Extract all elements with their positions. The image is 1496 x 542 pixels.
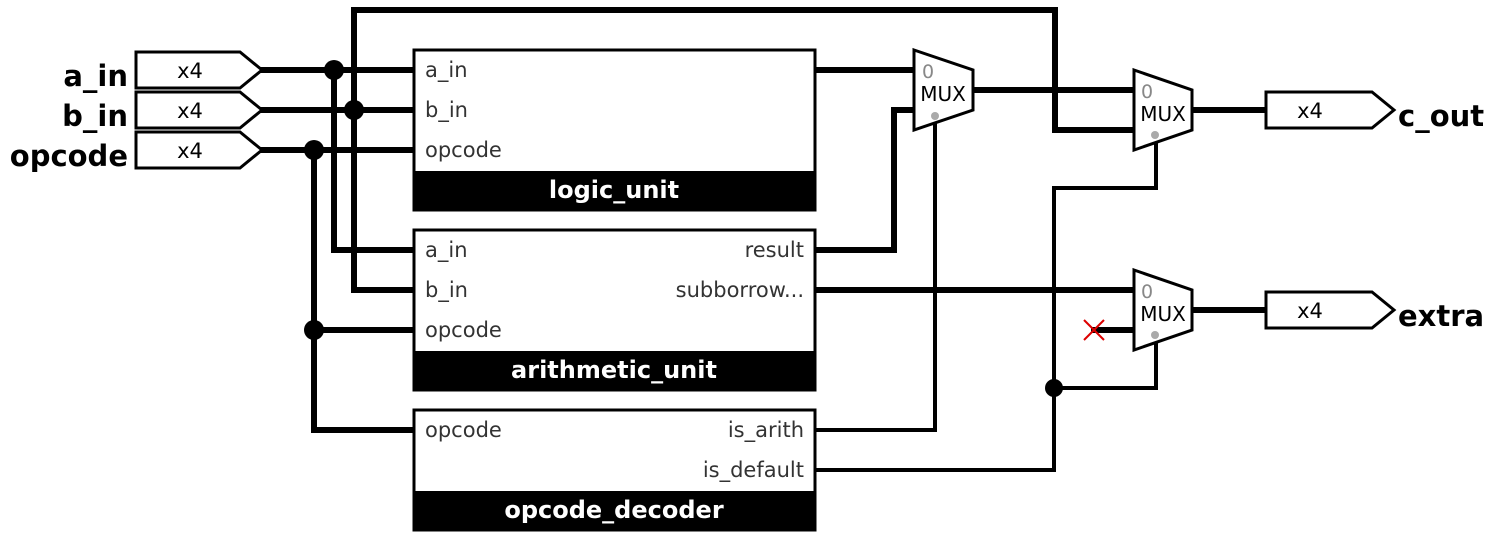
mux-select-dot: [1151, 331, 1159, 339]
junction-dot: [1045, 379, 1063, 397]
mux-3[interactable]: 0 MUX: [1132, 267, 1194, 353]
input-label: a_in: [63, 59, 128, 93]
port-label: subborrow...: [676, 278, 804, 302]
mux-2[interactable]: 0 MUX: [1132, 67, 1194, 153]
junction-dot: [344, 100, 364, 120]
mux-shape: [912, 47, 975, 133]
input-width: x4: [177, 139, 203, 163]
junction-dot: [304, 320, 324, 340]
output-port-shape: [1264, 90, 1397, 130]
mux-1[interactable]: 0 MUX: [912, 47, 975, 133]
port-label: opcode: [425, 418, 502, 442]
input-width: x4: [177, 99, 203, 123]
port-label: is_default: [703, 458, 804, 483]
module-titlebar: [414, 351, 815, 390]
output-width: x4: [1297, 299, 1323, 323]
mux-label: MUX: [1140, 302, 1186, 326]
output-width: x4: [1297, 99, 1323, 123]
unconnected-x-icon: [1083, 319, 1105, 341]
wires: [259, 7, 1269, 472]
wire-b_in-arith: [351, 107, 417, 293]
input-label: b_in: [62, 99, 128, 133]
port-label: opcode: [425, 318, 502, 342]
output-c_out[interactable]: x4 c_out: [1264, 90, 1484, 133]
module-title: opcode_decoder: [504, 496, 723, 524]
output-label: extra: [1398, 299, 1484, 333]
mux-shape: [1132, 67, 1194, 153]
port-label: b_in: [425, 278, 468, 303]
module-titlebar: [414, 171, 815, 210]
port-label: b_in: [425, 98, 468, 123]
mux-label: MUX: [920, 82, 966, 106]
mux-zero-label: 0: [922, 61, 934, 83]
wire-is_arith-sel: [815, 118, 937, 432]
module-opcode_decoder[interactable]: opcode_decoder opcode is_arith is_defaul…: [412, 408, 817, 532]
wire-a_in-arith: [331, 67, 417, 253]
module-logic_unit[interactable]: logic_unit a_in b_in opcode: [412, 48, 817, 212]
junctions: [304, 60, 1063, 397]
input-a_in[interactable]: x4 a_in: [63, 50, 265, 93]
module-titlebar: [414, 491, 815, 530]
junction-dot: [324, 60, 344, 80]
mux-label: MUX: [1140, 102, 1186, 126]
port-label: a_in: [425, 58, 468, 83]
module-title: arithmetic_unit: [511, 356, 717, 384]
input-b_in[interactable]: x4 b_in: [62, 90, 265, 133]
wire-is_default-sel3: [1054, 340, 1158, 390]
mux-zero-label: 0: [1141, 281, 1153, 303]
mux-shape: [1132, 267, 1194, 353]
port-label: a_in: [425, 238, 468, 263]
input-port-shape: [134, 90, 265, 130]
mux-zero-label: 0: [1141, 81, 1153, 103]
port-label: result: [745, 238, 804, 262]
output-port-shape: [1264, 290, 1397, 330]
input-width: x4: [177, 59, 203, 83]
input-opcode[interactable]: x4 opcode: [10, 130, 265, 173]
input-port-shape: [134, 50, 265, 90]
output-label: c_out: [1398, 99, 1484, 133]
module-arithmetic_unit[interactable]: arithmetic_unit a_in b_in opcode result …: [412, 228, 817, 392]
port-label: opcode: [425, 138, 502, 162]
output-extra[interactable]: x4 extra: [1264, 290, 1484, 333]
input-port-shape: [134, 130, 265, 170]
mux-select-dot: [931, 112, 939, 120]
wire-opcode-decoder: [311, 147, 417, 433]
input-label: opcode: [10, 139, 128, 173]
wire-b_in-mux2: [351, 7, 1139, 133]
wire-is_default-sel2: [815, 140, 1158, 472]
wire-result-mux1: [812, 107, 919, 253]
mux-select-dot: [1151, 131, 1159, 139]
junction-dot: [304, 140, 324, 160]
port-label: is_arith: [728, 418, 804, 443]
module-title: logic_unit: [549, 176, 679, 204]
